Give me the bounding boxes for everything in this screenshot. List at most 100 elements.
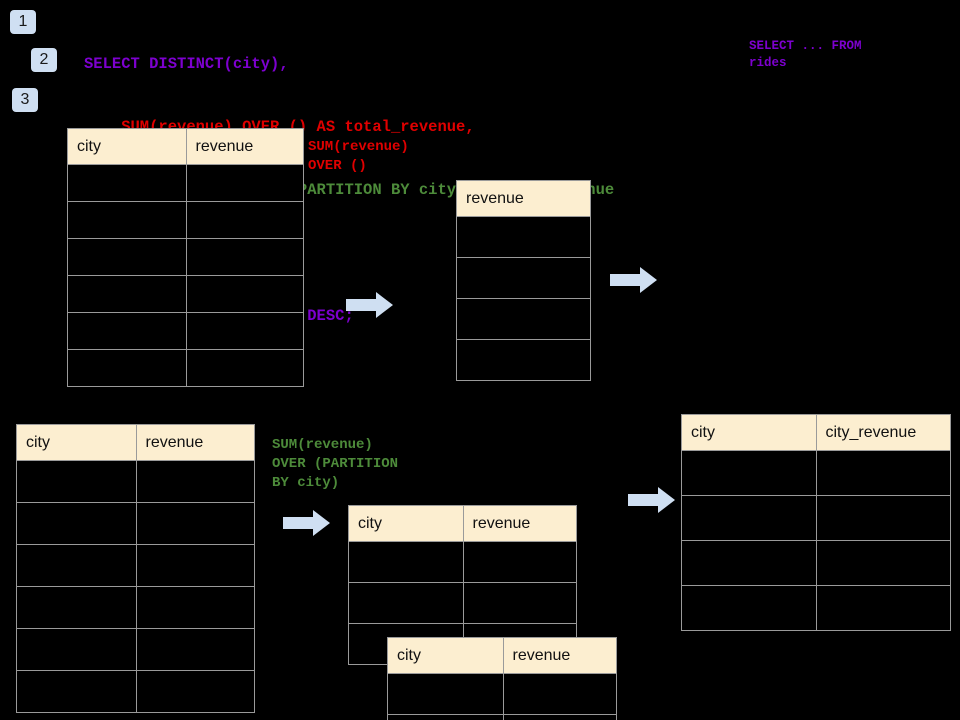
column-header-city: city [67, 128, 187, 165]
step-badge-2: 2 [31, 48, 57, 72]
table-row [456, 216, 591, 258]
table-result: city city_revenue [681, 414, 951, 631]
cell-city-revenue [815, 585, 951, 631]
table-row [16, 628, 255, 671]
column-header-city: city [16, 424, 137, 461]
table-row [456, 298, 591, 340]
cell-revenue [185, 275, 304, 313]
cell-revenue [135, 670, 255, 713]
cell-revenue [185, 201, 304, 239]
arrow-right-icon-3 [283, 510, 330, 536]
step-badge-1-label: 1 [18, 13, 28, 30]
cell-city [16, 544, 137, 587]
cell-revenue [135, 586, 255, 629]
cell-city [16, 628, 137, 671]
cell-city-revenue [815, 450, 951, 496]
cell-city [67, 164, 187, 202]
table-row [16, 460, 255, 503]
arrow-right-icon-4 [628, 487, 675, 513]
table-row [16, 544, 255, 587]
table-header-row: city revenue [348, 505, 577, 542]
step-badge-2-label: 2 [39, 51, 49, 68]
table-header-row: revenue [456, 180, 591, 217]
table-row [681, 495, 951, 541]
table-header-row: city revenue [16, 424, 255, 461]
column-header-revenue: revenue [462, 505, 577, 542]
cell-revenue [185, 238, 304, 276]
table-partition-b: city revenue [387, 637, 617, 720]
cell-revenue [185, 164, 304, 202]
table-row [456, 257, 591, 299]
table-header-row: city revenue [67, 128, 304, 165]
cell-revenue [502, 673, 617, 715]
cell-city [67, 312, 187, 350]
table-row [67, 312, 304, 350]
table-partition-a: city revenue [348, 505, 577, 665]
table-body [387, 673, 617, 720]
table-row [681, 585, 951, 631]
table-row [681, 540, 951, 586]
cell-city-revenue [815, 540, 951, 586]
cell-city [348, 582, 464, 624]
arrow-right-icon-2 [610, 267, 657, 293]
annotation-select-from-rides: SELECT ... FROM rides [749, 39, 862, 70]
column-header-revenue: revenue [135, 424, 255, 461]
cell-city [16, 586, 137, 629]
cell-city [67, 238, 187, 276]
cell-revenue [502, 714, 617, 720]
table-row [387, 714, 617, 720]
cell-city [16, 502, 137, 545]
cell-revenue [185, 349, 304, 387]
cell-city [16, 670, 137, 713]
table-body [67, 164, 304, 387]
cell-revenue [135, 628, 255, 671]
table-row [16, 670, 255, 713]
table-row [67, 238, 304, 276]
cell-revenue [185, 312, 304, 350]
cell-city [681, 495, 817, 541]
column-header-city-revenue: city_revenue [815, 414, 951, 451]
table-row [387, 673, 617, 715]
column-header-revenue: revenue [456, 180, 591, 217]
table-total-revenue: revenue [456, 180, 591, 381]
annotation-sum-over-empty: SUM(revenue) OVER () [308, 139, 409, 174]
table-row [456, 339, 591, 381]
column-header-city: city [387, 637, 504, 674]
sql-line-1: SELECT DISTINCT(city), [84, 55, 289, 73]
cell-city [681, 450, 817, 496]
cell-revenue [462, 582, 577, 624]
cell-revenue [135, 502, 255, 545]
cell-city [67, 349, 187, 387]
cell-revenue [135, 544, 255, 587]
table-source-top: city revenue [67, 128, 304, 387]
step-badge-3-label: 3 [20, 91, 30, 108]
table-row [67, 349, 304, 387]
cell-city [67, 275, 187, 313]
table-row [67, 201, 304, 239]
table-header-row: city city_revenue [681, 414, 951, 451]
column-header-city: city [348, 505, 464, 542]
arrow-right-icon-1 [346, 292, 393, 318]
cell-city [681, 585, 817, 631]
table-row [348, 541, 577, 583]
table-row [16, 586, 255, 629]
cell-city [387, 673, 504, 715]
cell-city [348, 541, 464, 583]
table-source-bottom: city revenue [16, 424, 255, 713]
cell-revenue [462, 541, 577, 583]
cell-revenue [456, 257, 591, 299]
table-header-row: city revenue [387, 637, 617, 674]
cell-revenue [456, 216, 591, 258]
column-header-revenue: revenue [502, 637, 617, 674]
table-body [456, 216, 591, 381]
column-header-city: city [681, 414, 817, 451]
cell-revenue [135, 460, 255, 503]
table-body [681, 450, 951, 631]
table-row [16, 502, 255, 545]
annotation-sum-over-partition: SUM(revenue) OVER (PARTITION BY city) [272, 437, 399, 491]
cell-city [67, 201, 187, 239]
column-header-revenue: revenue [185, 128, 304, 165]
table-row [67, 164, 304, 202]
cell-city [16, 460, 137, 503]
